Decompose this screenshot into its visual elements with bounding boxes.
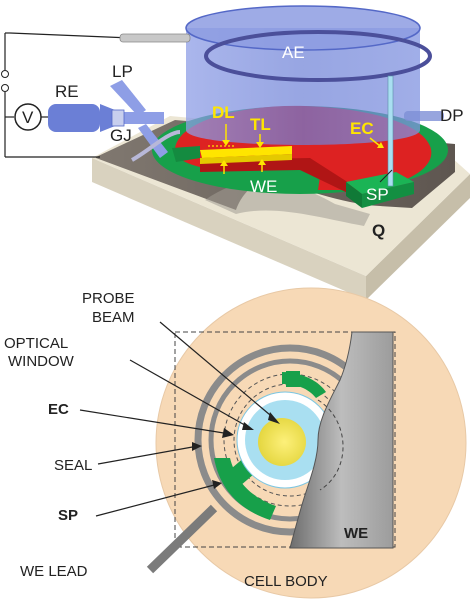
label-we-lead: WE LEAD bbox=[20, 563, 88, 580]
sp-arc-lower bbox=[214, 458, 276, 520]
tl-arrowhead-up-2 bbox=[258, 159, 266, 165]
label-ec-bottom: EC bbox=[48, 401, 69, 418]
label-ae: AE bbox=[282, 43, 305, 62]
we-plate-gloss bbox=[205, 180, 370, 226]
dp-tube bbox=[404, 111, 444, 121]
we-lead-wire bbox=[146, 504, 218, 574]
sp-pointer-bottom bbox=[95, 483, 219, 517]
terminal-2 bbox=[1, 84, 9, 92]
lp-tube-lower bbox=[138, 124, 168, 158]
re-tip bbox=[118, 112, 164, 124]
ec-arrowhead bbox=[377, 142, 384, 148]
label-re: RE bbox=[55, 82, 79, 101]
sp-arc-upper-curve bbox=[282, 372, 326, 398]
lp-tube bbox=[110, 80, 146, 116]
top-panel: AE RE LP GJ V DL TL EC DP WE SP Q bbox=[1, 5, 470, 300]
label-optical-window-2: WINDOW bbox=[8, 353, 75, 370]
we-lead-tube bbox=[131, 130, 181, 162]
ae-ring-electrode bbox=[204, 30, 432, 82]
gj-joint bbox=[111, 109, 125, 127]
label-ec: EC bbox=[350, 119, 374, 138]
label-we: WE bbox=[250, 177, 277, 196]
sp-arrowhead bbox=[212, 480, 222, 489]
optical-window-arrowhead bbox=[242, 422, 254, 430]
we-region bbox=[289, 331, 394, 549]
sp-pointer bbox=[379, 169, 393, 183]
dashed-outline bbox=[174, 331, 396, 548]
probe-rod bbox=[387, 75, 394, 187]
quartz-base-side-right bbox=[366, 174, 470, 300]
label-dl: DL bbox=[212, 103, 235, 122]
label-lp: LP bbox=[112, 62, 133, 81]
ec-arrow bbox=[369, 137, 381, 147]
ae-cylinder-body bbox=[186, 28, 420, 145]
label-gj: GJ bbox=[110, 126, 132, 145]
probe-beam-spot bbox=[258, 418, 306, 466]
label-sp-bottom: SP bbox=[58, 507, 78, 524]
seal-pointer bbox=[97, 445, 199, 465]
label-probe-beam-1: PROBE bbox=[82, 290, 135, 307]
label-sp: SP bbox=[366, 185, 389, 204]
electrolyte-cut-face bbox=[200, 158, 360, 196]
dl-arrowhead bbox=[222, 140, 230, 146]
ec-arrowhead bbox=[222, 428, 234, 438]
sp-block-top bbox=[346, 172, 414, 194]
ae-cylinder-rim bbox=[185, 5, 421, 51]
label-seal: SEAL bbox=[54, 457, 92, 474]
tl-arrowhead-up-1 bbox=[220, 160, 228, 166]
ae-wire-sleeve bbox=[119, 33, 191, 43]
seal-fragment-left bbox=[172, 146, 200, 162]
tl-arrowhead bbox=[256, 142, 264, 148]
seal-arrowhead bbox=[192, 442, 202, 451]
ec-pointer bbox=[79, 409, 231, 435]
label-optical-window-1: OPTICAL bbox=[4, 335, 68, 352]
label-dp: DP bbox=[440, 106, 464, 125]
label-we-bottom: WE bbox=[344, 525, 368, 542]
probe-beam-arrowhead bbox=[268, 412, 280, 424]
label-q: Q bbox=[372, 221, 385, 240]
quartz-base-side-front bbox=[92, 158, 366, 300]
label-tl: TL bbox=[250, 115, 271, 134]
optical-window-pointer bbox=[129, 359, 251, 429]
sp-block-side bbox=[346, 182, 362, 208]
label-v: V bbox=[22, 108, 34, 127]
re-body bbox=[48, 104, 100, 132]
bottom-panel: PROBE BEAM OPTICAL WINDOW EC SEAL SP WE … bbox=[4, 287, 467, 599]
terminal-1 bbox=[1, 70, 9, 78]
we-dashed-arc bbox=[317, 399, 344, 491]
label-probe-beam-2: BEAM bbox=[92, 309, 135, 326]
label-cell-body: CELL BODY bbox=[244, 573, 328, 590]
sp-block-front bbox=[362, 182, 414, 208]
probe-beam-pointer bbox=[159, 321, 277, 421]
